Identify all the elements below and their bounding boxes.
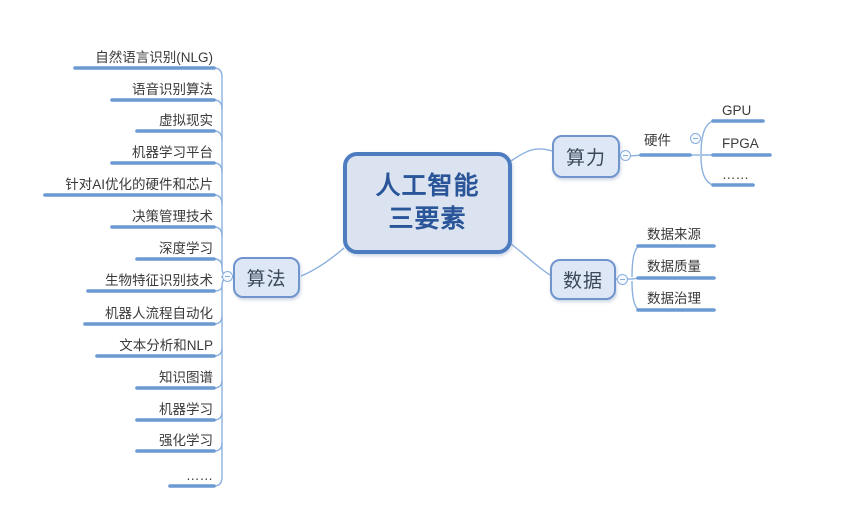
topic-data-label: 数据 [562,271,603,292]
leaf-virtual-reality[interactable]: 虚拟现实 [159,113,213,128]
leaf-rpa[interactable]: 机器人流程自动化 [105,306,213,321]
collapse-minus-icon-computing[interactable] [620,150,631,161]
leaf-ml-platform[interactable]: 机器学习平台 [132,145,213,160]
root-topic-line1: 人工智能 [375,172,480,200]
bracket-algorithm-top-spine [213,67,230,278]
collapse-minus-icon-data[interactable] [617,274,628,285]
topic-computing-label: 算力 [565,148,606,169]
leaf-text-analysis-nlp[interactable]: 文本分析和NLP [119,338,213,353]
leaf-deep-learning[interactable]: 深度学习 [159,241,213,256]
leaf-reinforcement-learning[interactable]: 强化学习 [159,433,213,448]
collapse-minus-icon-hardware[interactable] [690,133,701,144]
topic-algorithm[interactable]: 算法 [233,257,300,298]
leaf-nlg[interactable]: 自然语言识别(NLG) [95,50,213,65]
bracket-algorithm-bottom-hooks [213,285,223,452]
leaf-hardware-ellipsis[interactable]: …… [722,167,749,182]
topic-computing[interactable]: 算力 [552,135,620,178]
leaf-algorithm-ellipsis[interactable]: …… [186,468,213,483]
leaf-data-source[interactable]: 数据来源 [647,227,701,242]
leaf-fpga[interactable]: FPGA [722,136,759,151]
algorithm-children-underlines [43,66,216,488]
connector-root-to-algorithm [300,247,345,277]
leaf-data-governance[interactable]: 数据治理 [647,291,701,306]
leaf-ai-optimized-chips[interactable]: 针对AI优化的硬件和芯片 [65,177,213,192]
root-topic[interactable]: 人工智能 三要素 [343,152,512,254]
data-children-underlines [636,244,716,312]
leaf-biometric-recognition[interactable]: 生物特征识别技术 [105,273,213,288]
connector-root-to-computing [510,148,553,162]
leaf-decision-management[interactable]: 决策管理技术 [132,209,213,224]
collapse-minus-icon-algorithm[interactable] [222,271,233,282]
subtopic-hardware[interactable]: 硬件 [644,133,671,148]
leaf-knowledge-graph[interactable]: 知识图谱 [159,370,213,385]
connector-root-to-data [510,243,551,276]
leaf-gpu[interactable]: GPU [722,103,752,118]
leaf-machine-learning[interactable]: 机器学习 [159,402,213,417]
bracket-algorithm-top-hooks [213,99,223,268]
topic-data[interactable]: 数据 [550,259,616,300]
leaf-data-quality[interactable]: 数据质量 [647,259,701,274]
topic-algorithm-label: 算法 [246,269,287,290]
root-topic-line2: 三要素 [388,205,467,233]
leaf-speech-recognition[interactable]: 语音识别算法 [132,82,213,97]
hardware-children-underlines [711,119,772,187]
bracket-hardware-children [700,120,714,186]
